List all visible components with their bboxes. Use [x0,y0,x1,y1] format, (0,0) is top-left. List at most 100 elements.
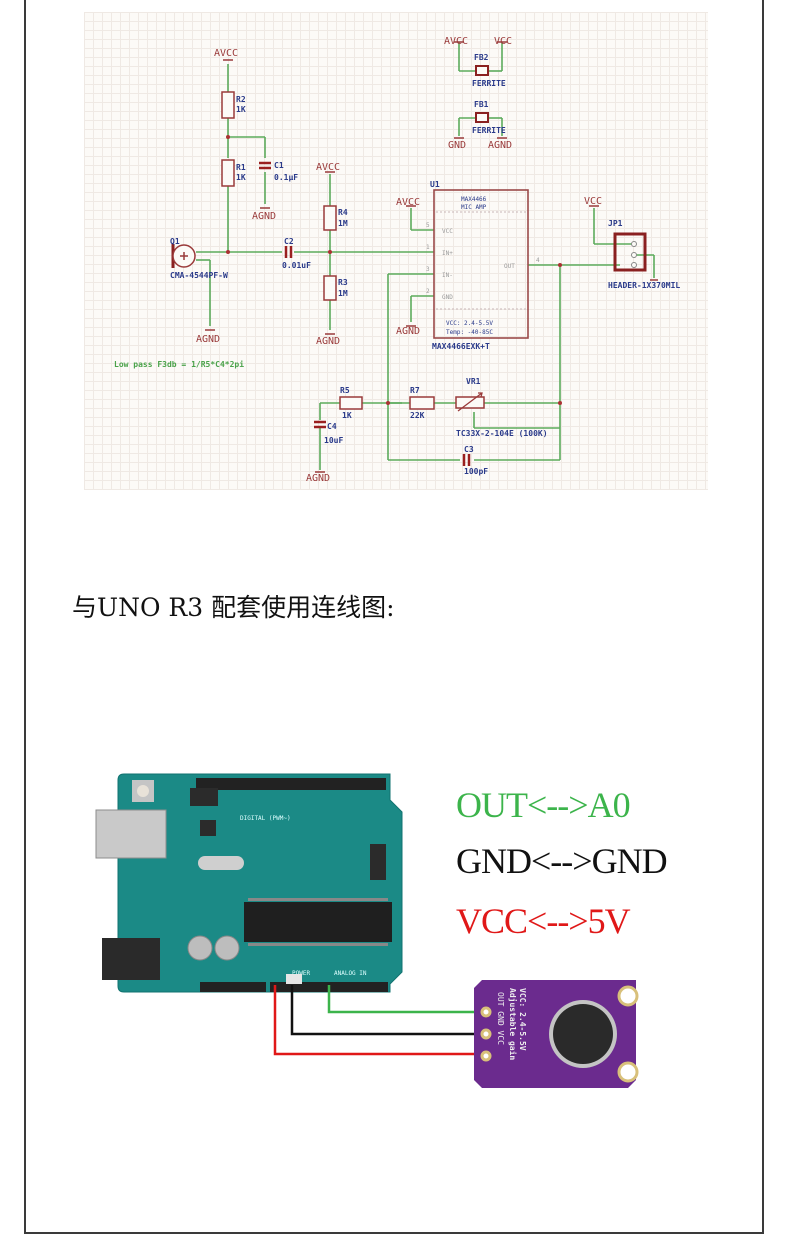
net-label-agnd: AGND [252,211,276,222]
analog-label: ANALOG IN [334,970,367,977]
schematic-diagram: AVCC AGND AVCC AGND AGND AVCC AGND VCC A… [84,12,708,490]
arduino-uno-board: DIGITAL (PWM~) POWER ANALOG IN [95,773,403,993]
svg-text:FERRITE: FERRITE [472,126,506,135]
wiring-heading: 与UNO R3 配套使用连线图: [72,593,395,622]
net-label-avcc: AVCC [316,162,340,173]
power-symbols [205,41,658,473]
ic-u1-text: MAX4466 MIC AMP VCC: 2.4-5.5V Temp: -40-… [446,196,493,336]
header-pins [631,241,637,268]
svg-text:1K: 1K [236,105,246,114]
svg-text:VCC: VCC [442,228,453,235]
net-label-gnd: GND [448,140,466,151]
max4466-module: OUT GND VCC VCC: 2.4-5.5V Adjustable gai… [474,980,639,1088]
svg-text:1K: 1K [342,411,352,420]
atmega-chip [244,902,392,942]
component-labels: R2 1K R1 1K C1 0.1µF R4 1M R3 1M C2 0.01… [170,53,680,476]
net-label-vcc: VCC [494,36,512,47]
svg-text:C2: C2 [284,237,294,246]
net-label-agnd: AGND [488,140,512,151]
svg-text:100pF: 100pF [464,467,488,476]
svg-text:R3: R3 [338,278,348,287]
net-label-agnd: AGND [396,326,420,337]
svg-text:Temp: -40-85C: Temp: -40-85C [446,329,493,336]
power-jack [102,938,160,980]
net-label-agnd: AGND [306,473,330,484]
digital-label: DIGITAL (PWM~) [240,815,291,822]
header-jp1-body [613,232,647,272]
module-pins [480,1006,492,1062]
svg-text:R1: R1 [236,163,246,172]
svg-text:4: 4 [536,257,540,264]
svg-text:10uF: 10uF [324,436,343,445]
svg-text:MAX4466EXK+T: MAX4466EXK+T [432,342,490,351]
svg-text:3: 3 [426,266,430,273]
net-label-avcc: AVCC [396,197,420,208]
schematic-svg: AVCC AGND AVCC AGND AGND AVCC AGND VCC A… [114,36,680,484]
svg-text:R2: R2 [236,95,246,104]
svg-text:VR1: VR1 [466,377,481,386]
svg-text:FERRITE: FERRITE [472,79,506,88]
resistor-r4 [323,205,337,231]
legend-gnd-gnd: GND<-->GND [456,841,668,881]
svg-text:VCC: 2.4-5.5V: VCC: 2.4-5.5V [446,320,493,327]
wiring-diagram: DIGITAL (PWM~) POWER ANALOG IN OUT GND V… [80,760,720,1120]
svg-text:MAX4466: MAX4466 [461,196,487,203]
svg-text:C1: C1 [274,161,284,170]
legend-out-a0: OUT<-->A0 [456,785,631,825]
svg-text:1M: 1M [338,219,348,228]
svg-text:5: 5 [426,222,430,229]
crystal [198,856,244,870]
resistor-r1 [221,159,235,187]
net-label-agnd: AGND [316,336,340,347]
module-spec-gain: Adjustable gain [508,988,518,1060]
svg-text:0.01uF: 0.01uF [282,261,311,270]
net-label-vcc: VCC [584,196,602,207]
svg-text:C3: C3 [464,445,474,454]
power-label: POWER [292,970,310,977]
resistor-r7 [409,396,435,410]
net-label-avcc: AVCC [444,36,468,47]
wire-vcc-5v [273,985,482,1056]
digital-header [196,778,386,790]
svg-text:FB2: FB2 [474,53,489,62]
microphone-q1-icon [171,244,196,268]
svg-text:R5: R5 [340,386,350,395]
svg-text:1: 1 [426,244,430,251]
net-labels: AVCC AGND AVCC AGND AGND AVCC AGND VCC A… [196,36,602,484]
ic-u1-pins: VCC IN+ IN- GND OUT 5 1 3 2 4 [426,222,540,301]
ferrite-fb2 [475,65,489,76]
svg-text:IN+: IN+ [442,250,453,257]
capacitors [259,161,471,466]
usb-port [95,809,167,859]
svg-text:TC33X-2-104E (100K): TC33X-2-104E (100K) [456,429,548,438]
page-frame [24,0,764,1234]
ferrite-fb1 [475,112,489,123]
wire-out-a0 [327,985,482,1014]
capacitor [187,935,213,961]
wire-gnd-gnd [290,985,482,1036]
svg-text:JP1: JP1 [608,219,623,228]
svg-text:C4: C4 [327,422,337,431]
svg-text:1K: 1K [236,173,246,182]
resistor-r5 [339,396,363,410]
ic-u1-body [433,189,529,339]
svg-text:CMA-4544PF-W: CMA-4544PF-W [170,271,228,280]
svg-text:2: 2 [426,288,430,295]
svg-text:GND: GND [442,294,453,301]
svg-text:U1: U1 [430,180,440,189]
lowpass-note: Low pass F3db = 1/R5*C4*2pi [114,359,244,369]
module-pin-labels: OUT GND VCC [496,992,505,1045]
wiring-svg: DIGITAL (PWM~) POWER ANALOG IN OUT GND V… [95,773,639,1088]
svg-text:R7: R7 [410,386,420,395]
resistor-r2 [221,91,235,119]
legend-vcc-5v: VCC<-->5V [456,901,631,941]
svg-text:IN-: IN- [442,272,453,279]
net-label-agnd: AGND [196,334,220,345]
net-label-avcc: AVCC [214,48,238,59]
svg-text:22K: 22K [410,411,425,420]
junction-dots [226,135,562,405]
svg-text:R4: R4 [338,208,348,217]
svg-text:0.1µF: 0.1µF [274,173,298,182]
svg-text:1M: 1M [338,289,348,298]
module-spec-voltage: VCC: 2.4-5.5V [518,988,527,1051]
